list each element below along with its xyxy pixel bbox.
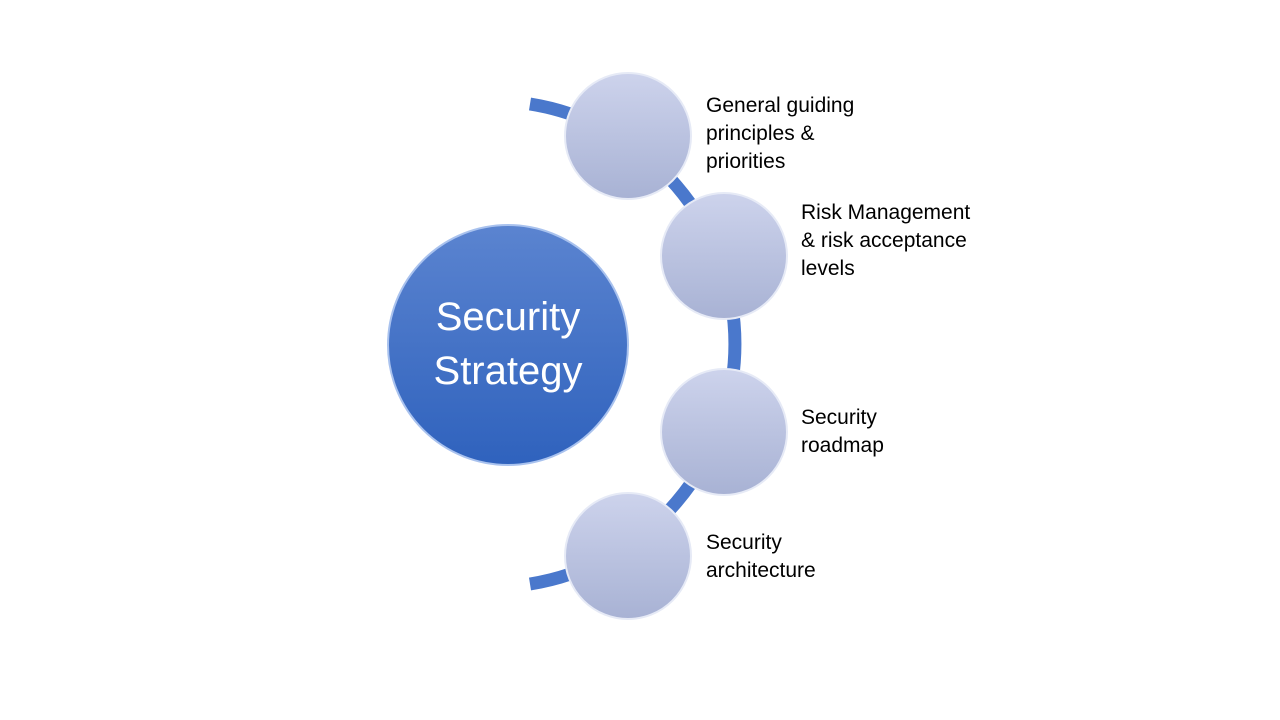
node-circle-4 [564, 492, 692, 620]
item-label-2: Risk Management & risk acceptance levels [801, 201, 971, 280]
center-title-line1: Security [435, 295, 581, 339]
item-label-4: Security architecture [706, 531, 816, 582]
node-circle-1 [564, 72, 692, 200]
item-label-3: Security roadmap [801, 406, 884, 457]
center-title-line2: Strategy [433, 349, 583, 393]
node-circle-3 [660, 368, 788, 496]
item-label-1: General guiding principles & priorities [706, 94, 855, 173]
node-circle-2 [660, 192, 788, 320]
center-circle [387, 224, 629, 466]
center-title: Security Strategy [388, 290, 628, 398]
